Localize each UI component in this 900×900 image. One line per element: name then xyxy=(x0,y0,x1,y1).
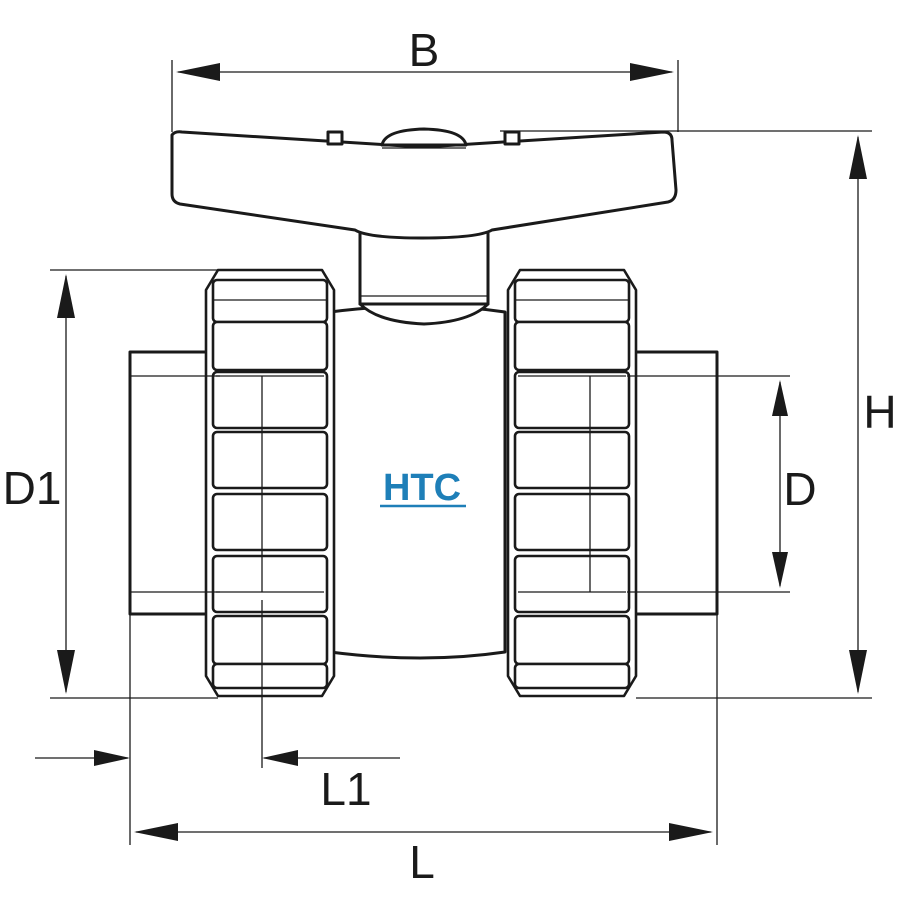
dim-label-d1: D1 xyxy=(3,462,62,514)
stem-neck xyxy=(358,230,490,306)
dimension-d: D xyxy=(772,380,817,588)
dim-label-h: H xyxy=(863,386,896,438)
dim-label-l: L xyxy=(409,836,435,888)
right-union-nut xyxy=(506,268,638,698)
dimension-d1: D1 xyxy=(3,269,218,699)
dim-label-b: B xyxy=(409,24,440,76)
valve-body-group xyxy=(128,127,790,698)
handle-pin-left xyxy=(326,130,344,146)
logo-text: HTC xyxy=(383,467,461,509)
dim-label-d: D xyxy=(783,463,816,515)
dimension-b: B xyxy=(171,24,679,132)
left-union-nut xyxy=(204,268,336,698)
handle-hub xyxy=(380,127,468,147)
handle-pin-right xyxy=(503,130,521,146)
htc-logo: HTC xyxy=(380,467,466,509)
dimension-l1: L1 xyxy=(35,600,400,845)
dimension-h: H xyxy=(500,130,897,699)
right-socket xyxy=(625,350,719,616)
dimension-l: L xyxy=(134,614,718,888)
stem-collar xyxy=(358,302,490,326)
dim-label-l1: L1 xyxy=(320,763,371,815)
